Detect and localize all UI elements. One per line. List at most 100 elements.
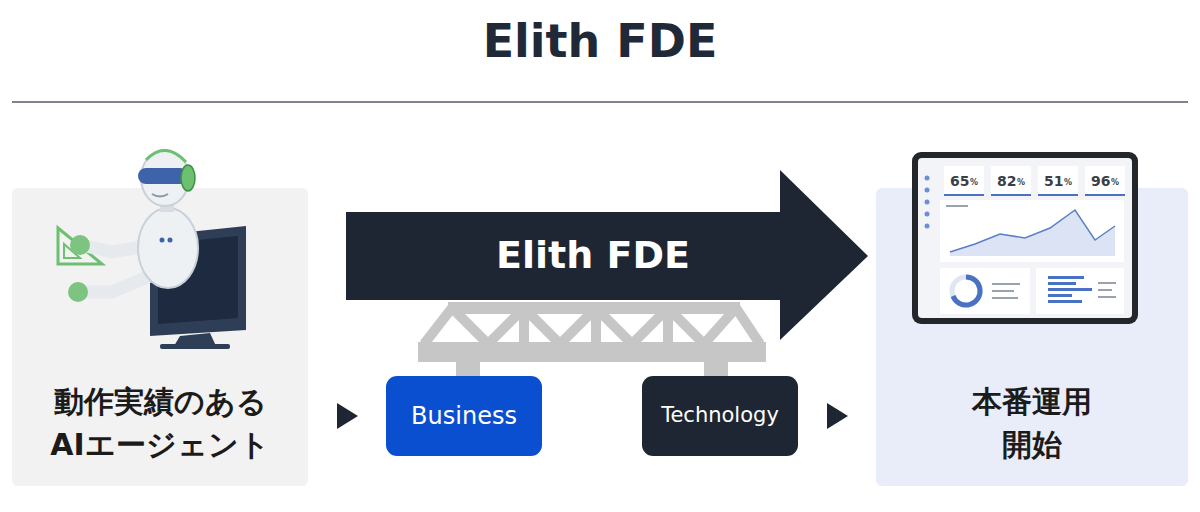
title-rule-part <box>12 101 1188 103</box>
robot-illustration-part <box>138 168 188 184</box>
text-holder: Technology <box>642 376 798 456</box>
stat-cards-part <box>1038 166 1078 196</box>
donut-panel-part <box>940 268 1030 314</box>
flow-arrow: Elith FDE <box>346 170 868 340</box>
robot-illustration-part <box>58 228 102 264</box>
node-text: Technology <box>661 403 779 428</box>
line-chart-part <box>946 205 968 207</box>
title-rule <box>12 102 1188 103</box>
diagram-title: Elith FDE <box>0 14 1200 69</box>
robot-illustration-part <box>138 208 198 288</box>
text-holder: 本番運用 開始 <box>876 370 1188 476</box>
node-text: Elith FDE <box>496 233 690 279</box>
stat-unit: % <box>1111 179 1119 187</box>
line-chart-part <box>950 210 1115 256</box>
bridge-truss-part-part <box>663 308 673 344</box>
sidebar-icons <box>925 176 930 229</box>
bridge-truss-part-part <box>591 308 601 344</box>
stat-value: 96 <box>1091 174 1110 188</box>
bridge-truss-part-part <box>519 308 529 344</box>
donut-panel-part <box>992 290 1014 292</box>
robot-illustration-part <box>152 194 168 197</box>
sidebar-icons-part <box>925 176 930 181</box>
line-chart <box>940 200 1124 262</box>
donut-panel-part <box>953 277 980 305</box>
stat-cards-part <box>1085 166 1125 196</box>
bridge-truss-part-part <box>560 308 596 344</box>
stat-value: 82 <box>997 174 1016 188</box>
line-chart-part <box>950 210 1115 252</box>
stat-cards-part <box>991 194 1031 196</box>
stat-cards-part <box>1038 194 1078 196</box>
sidebar-icons-part <box>925 224 930 229</box>
bridge-truss-part <box>456 362 480 376</box>
robot-illustration-part <box>84 276 150 292</box>
node-text: 本番運用 開始 <box>952 380 1112 467</box>
robot-illustration-part <box>168 238 173 243</box>
robot-illustration-part <box>158 236 238 324</box>
robot-illustration-part <box>86 246 148 252</box>
robot-illustration-part <box>160 200 174 212</box>
bridge-truss-part-part <box>704 308 736 344</box>
donut-panel <box>940 268 1030 314</box>
line-chart-part <box>940 200 1124 262</box>
bridge-truss-part-part <box>668 308 704 344</box>
robot-illustration-part <box>70 235 90 255</box>
stat-value: 51 <box>1044 174 1063 188</box>
flow-chevron <box>827 403 848 429</box>
bridge-truss-part-part <box>524 308 560 344</box>
robot-illustration-part <box>150 226 246 336</box>
arrow-body <box>346 170 868 340</box>
bar-panel <box>1036 268 1124 314</box>
bridge-truss <box>418 302 766 376</box>
bridge-truss-part-part <box>488 308 524 344</box>
source-panel: 動作実績のある AIエージェント <box>12 188 308 486</box>
sidebar-icons-part <box>925 212 930 217</box>
sidebar-icons-part <box>925 188 930 193</box>
bridge-truss-part <box>448 302 740 314</box>
production-panel: 本番運用 開始 <box>876 188 1188 486</box>
stat-cards-part <box>1085 194 1125 196</box>
bar-panel-part <box>1048 276 1084 279</box>
robot-illustration-part <box>68 282 88 302</box>
dashboard-tablet-part <box>912 152 1138 324</box>
stat-cards-part <box>991 166 1031 196</box>
bar-panel-part <box>1098 289 1112 291</box>
bar-panel-part <box>1036 268 1124 314</box>
technology-box: Technology <box>642 376 798 456</box>
robot-illustration-part <box>146 150 186 162</box>
text-holder: Elith FDE <box>376 212 810 300</box>
robot-illustration-part <box>64 244 80 258</box>
stat-unit: % <box>1064 179 1072 187</box>
node-text: Business <box>411 402 517 431</box>
donut-panel-part <box>952 277 980 305</box>
text-holder: 動作実績のある AIエージェント <box>12 370 308 476</box>
stat-cards <box>944 166 1125 196</box>
donut-panel-part <box>992 283 1020 285</box>
bar-panel-part <box>1098 296 1116 298</box>
bridge-truss-part-part <box>424 308 452 344</box>
robot-illustration-part <box>160 344 230 349</box>
robot-illustration-part <box>160 238 165 243</box>
stat-unit: % <box>970 179 978 187</box>
stat-cards-part <box>944 166 984 196</box>
bridge-truss-part-part <box>632 308 668 344</box>
dashboard-tablet <box>912 152 1138 324</box>
robot-illustration <box>58 150 246 349</box>
robot-illustration-part <box>181 165 195 191</box>
bridge-truss-part-part <box>736 308 760 344</box>
stat-value: 65 <box>950 174 969 188</box>
flow-chevron <box>337 403 358 429</box>
robot-illustration-part <box>174 333 216 346</box>
text-holder: Business <box>386 376 542 456</box>
dashboard-tablet-part <box>918 158 1132 318</box>
business-box: Business <box>386 376 542 456</box>
stat-cards-part <box>944 194 984 196</box>
bridge-truss-part-part <box>452 308 488 344</box>
bridge-truss-part <box>704 362 728 376</box>
bar-panel-part <box>1048 282 1076 285</box>
robot-illustration-part <box>141 150 189 206</box>
bridge-truss-part-part <box>596 308 632 344</box>
